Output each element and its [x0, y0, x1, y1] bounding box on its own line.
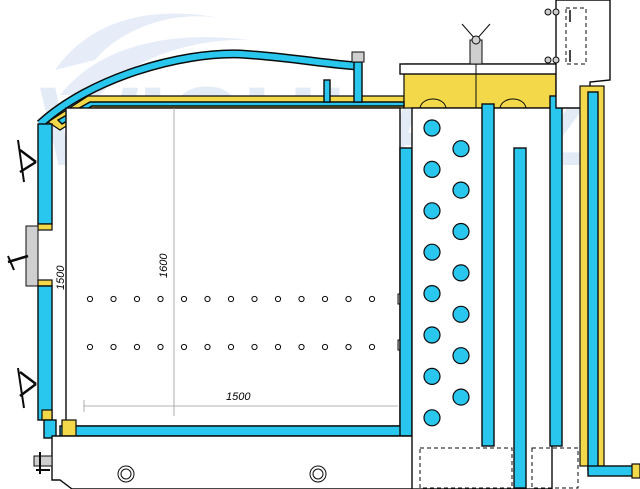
air-hole	[180, 343, 188, 351]
smoke-tube	[452, 388, 470, 406]
top-box-rim	[399, 63, 561, 75]
flue-damper[interactable]	[544, 0, 611, 109]
air-hole	[227, 343, 235, 351]
dimension-door-height: 1500	[55, 265, 67, 290]
smoke-tubes	[423, 119, 470, 427]
air-hole	[204, 343, 211, 351]
top-cleaning-covers	[419, 64, 527, 109]
air-hole	[133, 343, 141, 351]
smoke-tube	[423, 285, 441, 303]
smoke-tube	[452, 264, 470, 282]
air-hole	[298, 295, 305, 303]
smoke-tube	[423, 119, 441, 137]
air-hole	[274, 343, 282, 351]
smoke-tube	[452, 347, 470, 365]
air-hole	[251, 295, 258, 303]
dimension-guides	[83, 108, 398, 416]
dimension-chamber-length: 1500	[226, 391, 251, 403]
air-hole	[157, 295, 164, 303]
air-hole	[157, 343, 164, 351]
upper-feed-pipe	[36, 49, 365, 128]
air-hole	[345, 343, 352, 351]
secondary-air-holes	[86, 295, 376, 351]
roof-water-jacket	[56, 101, 405, 125]
door-handle-middle[interactable]	[7, 254, 29, 271]
door-handle-bottom[interactable]	[17, 367, 37, 409]
smoke-tube	[423, 409, 441, 427]
smoke-tube	[452, 222, 470, 241]
smoke-tube	[423, 243, 441, 261]
right-outer-wall	[579, 85, 640, 479]
air-hole	[368, 295, 376, 303]
air-hole	[274, 295, 282, 303]
air-hole	[110, 343, 117, 351]
chamber-right-jacket	[399, 147, 413, 437]
smoke-tube	[423, 160, 441, 178]
air-hole	[251, 343, 258, 351]
smoke-tube	[423, 367, 441, 385]
air-hole	[321, 343, 329, 351]
air-hole	[321, 295, 329, 303]
ash-pit	[51, 435, 415, 489]
dimension-chamber-height: 1600	[158, 253, 170, 278]
smoke-tube	[452, 181, 470, 199]
smoke-tube	[423, 202, 441, 220]
combustion-chamber	[65, 107, 401, 427]
air-hole	[368, 343, 376, 351]
air-hole	[345, 295, 352, 303]
air-hole	[204, 295, 211, 303]
door-wall	[25, 123, 57, 439]
air-hole	[86, 295, 94, 303]
air-hole	[180, 295, 188, 303]
smoke-tube	[423, 326, 441, 344]
air-hole	[227, 295, 235, 303]
smoke-tube	[452, 140, 470, 158]
air-hole	[133, 295, 141, 303]
top-wing-bolt[interactable]	[461, 23, 491, 65]
air-hole	[86, 343, 94, 351]
air-hole	[110, 295, 117, 303]
door-handle-top[interactable]	[17, 139, 37, 183]
air-hole	[298, 343, 305, 351]
ash-door-latch[interactable]	[33, 452, 53, 474]
smoke-tube	[452, 305, 470, 323]
